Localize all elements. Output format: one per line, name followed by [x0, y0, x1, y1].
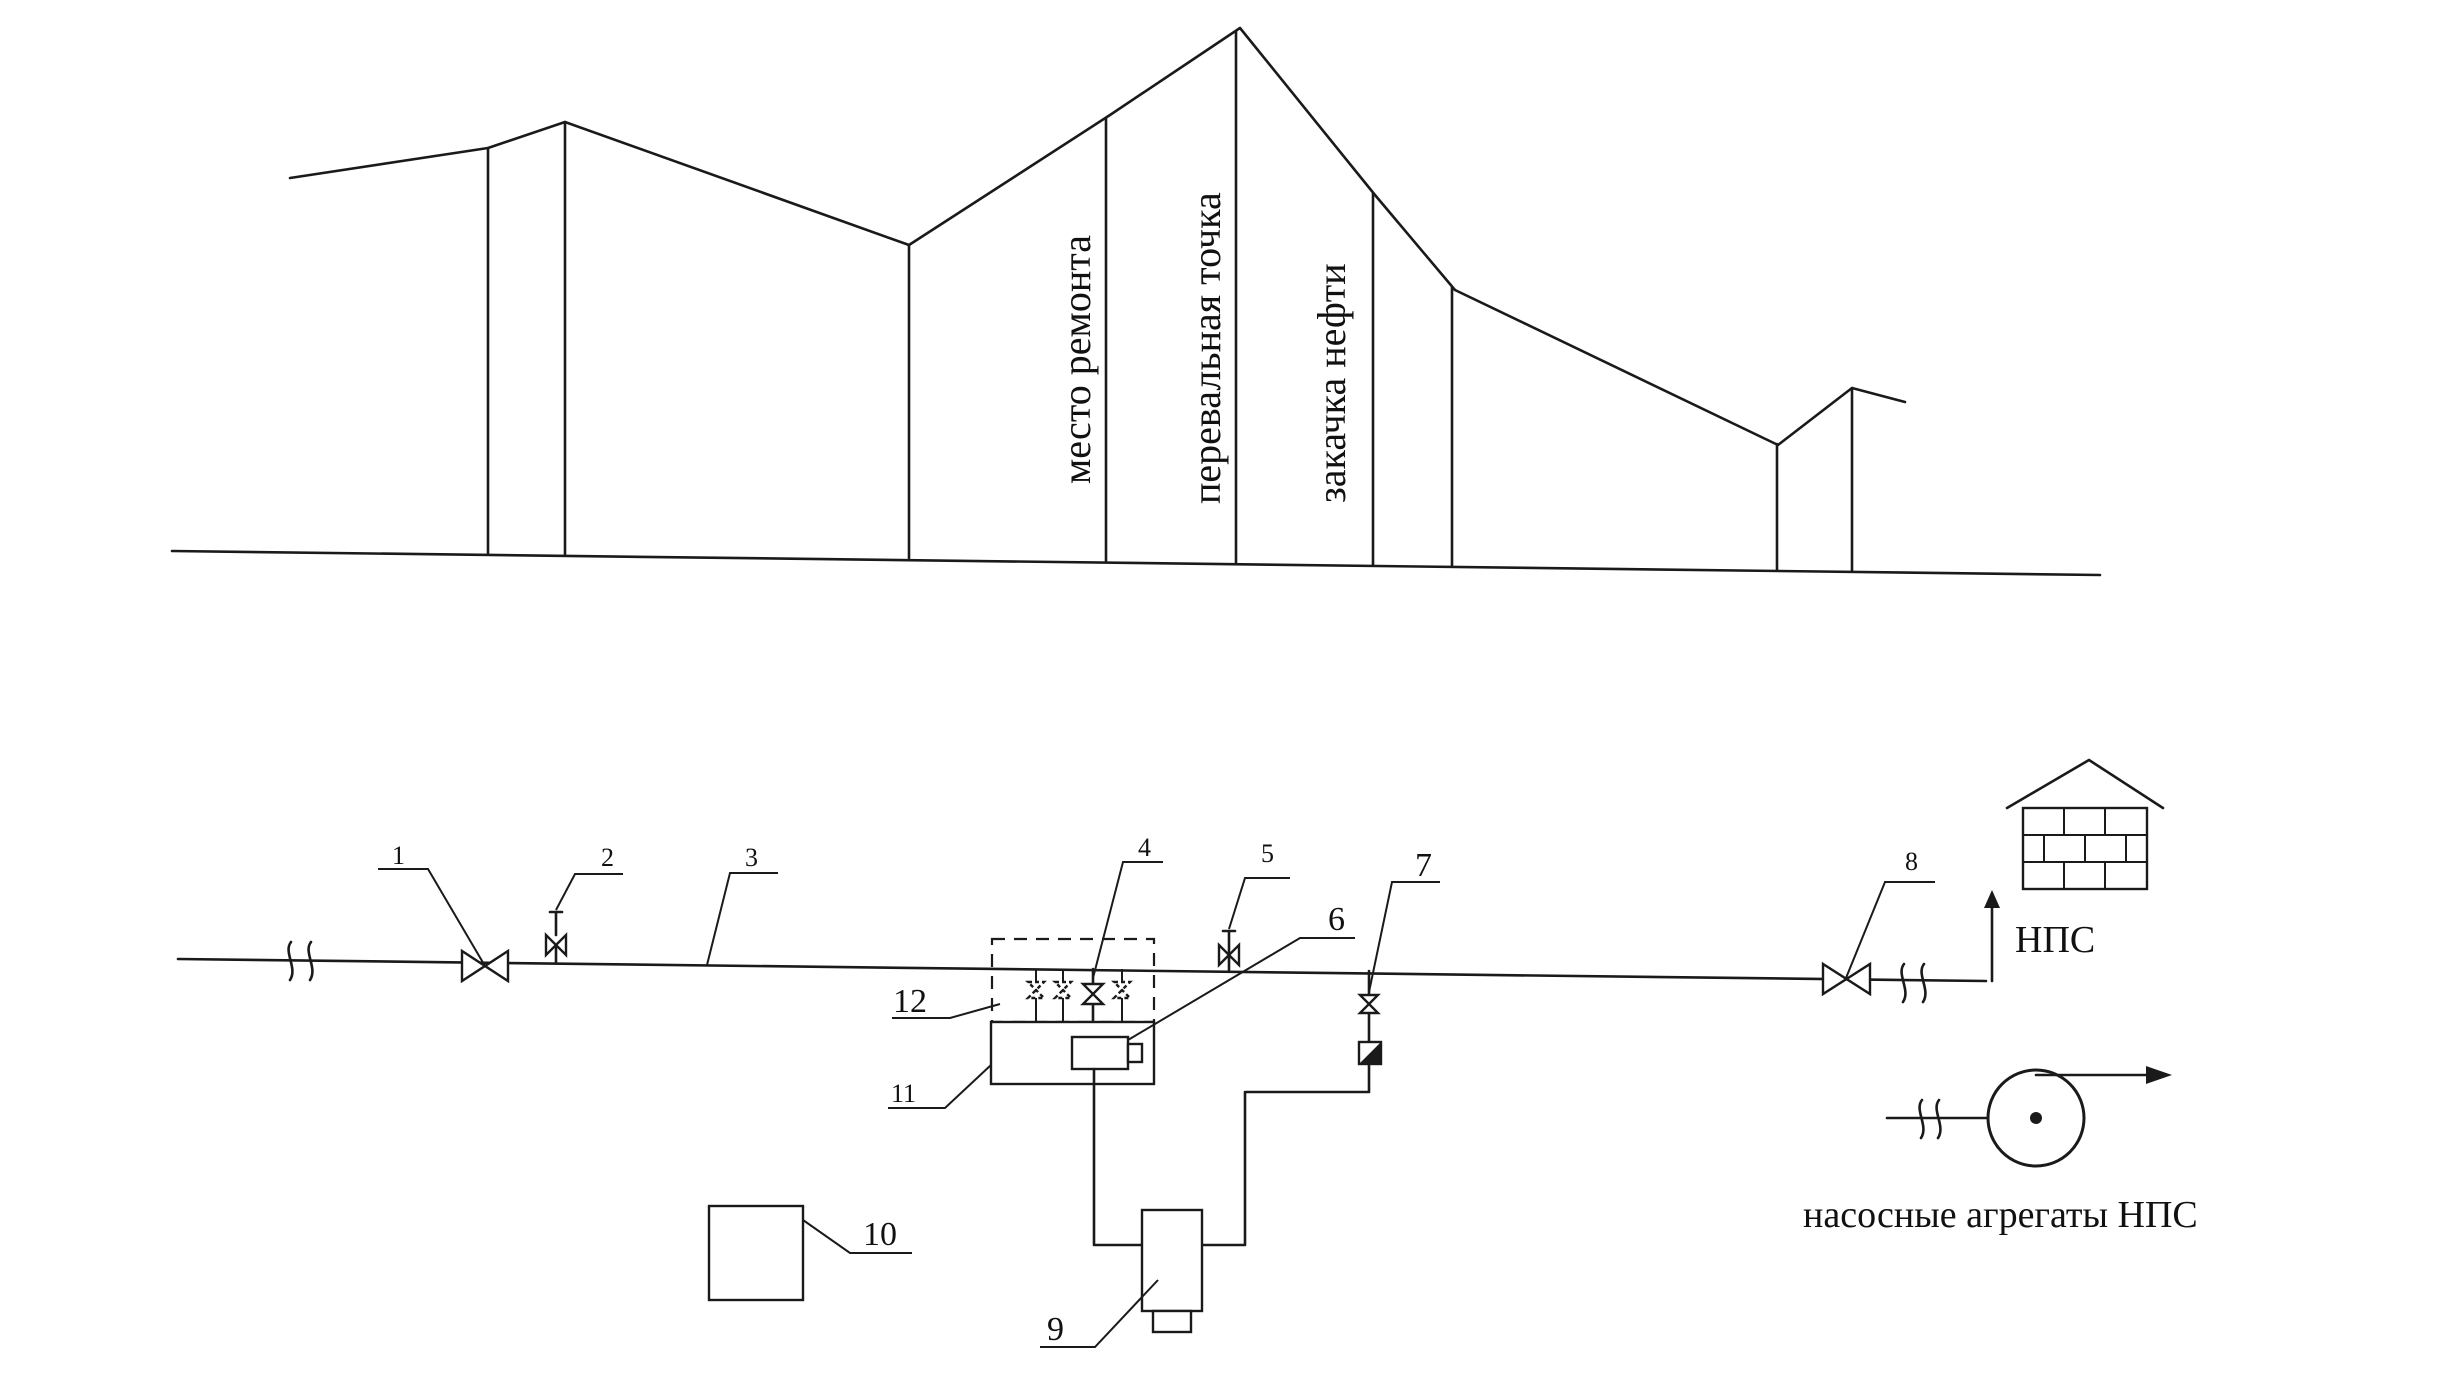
- callout-6: 6: [1328, 901, 1345, 938]
- callout-leader-11: [888, 1064, 992, 1109]
- callout-leader-10: [802, 1219, 912, 1254]
- station-arrow-head: [1984, 890, 2000, 908]
- pipe-from-unit: [1092, 1067, 1145, 1247]
- pump-9: [1140, 1208, 1204, 1313]
- terrain-profile: место ремонта перевальная точка закачка …: [170, 26, 2102, 577]
- callout-3: 3: [745, 843, 758, 872]
- pump-9-base: [1151, 1309, 1193, 1334]
- break-mark-right: [1900, 962, 1927, 1004]
- profile-verticals: [486, 29, 1854, 573]
- ground-baseline: [170, 549, 2102, 577]
- callout-leader-3: [706, 872, 778, 966]
- pipe-to-check: [1199, 1062, 1371, 1247]
- label-pass-point: перевальная точка: [1184, 192, 1229, 504]
- small-valve-c: [1111, 969, 1133, 1022]
- callout-10: 10: [863, 1216, 897, 1253]
- vent-valve-5: [1217, 929, 1241, 972]
- vent-valve-2: [544, 910, 568, 964]
- gate-valve-8: [1821, 961, 1872, 997]
- callout-8: 8: [1905, 847, 1918, 876]
- callout-11: 11: [891, 1079, 916, 1108]
- small-valve-a: [1025, 969, 1047, 1022]
- callout-leader-1: [378, 868, 486, 967]
- check-element-fill: [1359, 1042, 1381, 1064]
- pump-unit-icon: [1885, 1066, 2172, 1168]
- device-6: [1070, 1035, 1130, 1071]
- bypass-valves: [1025, 967, 1133, 1032]
- callout-leader-6: [1127, 937, 1355, 1041]
- callout-7: 7: [1415, 847, 1432, 884]
- label-oil-injection: закачка нефти: [1309, 263, 1354, 503]
- callout-leader-8: [1845, 881, 1935, 979]
- callout-leader-9: [1040, 1279, 1159, 1348]
- callout-2: 2: [601, 843, 614, 872]
- callout-leader-7: [1368, 881, 1440, 993]
- callout-5: 5: [1261, 839, 1274, 868]
- callout-4: 4: [1138, 833, 1151, 862]
- callout-leader-12: [892, 1003, 1001, 1019]
- callout-9: 9: [1047, 1311, 1064, 1348]
- callout-leader-5: [1228, 877, 1290, 930]
- station-building-icon: [2005, 758, 2165, 891]
- callout-leader-2: [555, 873, 623, 911]
- label-repair-site: место ремонта: [1054, 235, 1099, 484]
- pipeline-scheme: 1 2 3: [176, 758, 2198, 1348]
- terrain-line: [288, 26, 1907, 447]
- pump-units-label: насосные агрегаты НПС: [1803, 1194, 2198, 1236]
- dashed-enclosure-12: [990, 937, 1156, 1024]
- valve-7: [1357, 969, 1381, 1044]
- main-pipeline: [176, 957, 1988, 983]
- callout-12: 12: [893, 983, 927, 1020]
- box-10: [707, 1204, 805, 1302]
- station-label: НПС: [2015, 919, 2095, 961]
- callout-1: 1: [392, 841, 405, 870]
- valve-4: [1080, 967, 1106, 1032]
- callout-leader-4: [1092, 861, 1163, 979]
- device-6-port: [1126, 1042, 1144, 1064]
- break-mark-left: [287, 940, 314, 982]
- small-valve-b: [1052, 969, 1074, 1022]
